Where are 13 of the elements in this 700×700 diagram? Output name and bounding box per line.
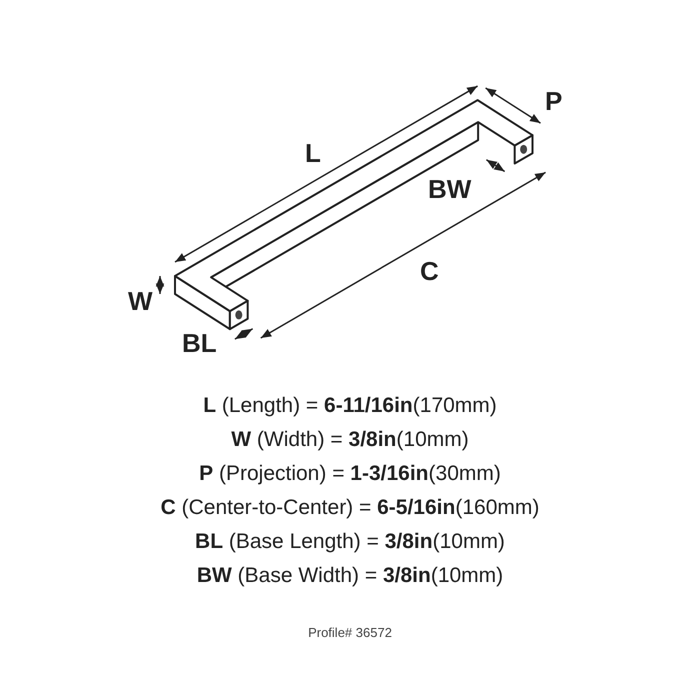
specification-line: W (Width) = 3/8in(10mm) [231, 428, 469, 451]
dimension-label: L [305, 140, 321, 166]
specification-line: P (Projection) = 1-3/16in(30mm) [199, 462, 501, 485]
specification-line: C (Center-to-Center) = 6-5/16in(160mm) [160, 496, 540, 519]
profile-number: Profile# 36572 [308, 625, 392, 640]
specification-line: BL (Base Length) = 3/8in(10mm) [195, 530, 505, 553]
specification-line: L (Length) = 6-11/16in(170mm) [203, 394, 497, 417]
dimension-label: BL [182, 330, 217, 356]
dimension-label: BW [428, 176, 472, 202]
dimension-label: C [420, 258, 439, 284]
specification-line: BW (Base Width) = 3/8in(10mm) [196, 564, 504, 587]
dimension-label: P [545, 88, 562, 114]
dimension-label: W [128, 288, 153, 314]
